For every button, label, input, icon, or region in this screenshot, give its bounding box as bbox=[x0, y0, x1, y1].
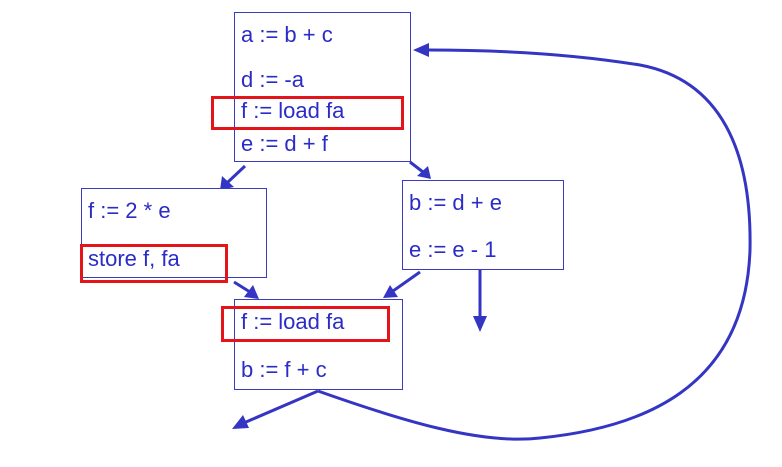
arrowhead-bottom-exit bbox=[232, 415, 249, 429]
highlight-top-load bbox=[211, 96, 404, 130]
edge-left-to-bottom bbox=[233, 280, 251, 294]
arrowhead-left-to-bottom bbox=[244, 285, 259, 299]
statement-f-load: f := load fa bbox=[241, 98, 345, 123]
arrowhead-right-exit bbox=[473, 316, 487, 332]
basic-block-left bbox=[81, 188, 267, 278]
arrowhead-top-to-left bbox=[220, 176, 234, 190]
edge-back-loop bbox=[317, 48, 752, 441]
basic-block-top bbox=[234, 12, 411, 162]
basic-block-right bbox=[402, 180, 564, 270]
highlight-left-store bbox=[80, 244, 228, 283]
edge-right-to-bottom bbox=[392, 270, 421, 293]
edge-top-to-right bbox=[409, 160, 424, 174]
edge-top-to-left bbox=[226, 164, 247, 184]
statement-store: store f, fa bbox=[88, 246, 180, 271]
statement-a-assign: a := b + c bbox=[241, 22, 333, 47]
statement-b-add: b := d + e bbox=[409, 190, 502, 215]
highlight-bottom-load bbox=[221, 306, 390, 342]
statement-f-load-2: f := load fa bbox=[241, 309, 345, 334]
statement-e-assign: e := d + f bbox=[241, 131, 328, 156]
statement-e-dec: e := e - 1 bbox=[409, 237, 497, 262]
arrowhead-back-loop bbox=[413, 43, 429, 57]
arrowhead-right-to-bottom bbox=[383, 285, 398, 298]
arrowhead-top-to-right bbox=[417, 166, 431, 179]
basic-block-bottom bbox=[234, 299, 403, 390]
statement-d-assign: d := -a bbox=[241, 67, 304, 92]
statement-b-assign: b := f + c bbox=[241, 357, 327, 382]
statement-f-mul: f := 2 * e bbox=[88, 198, 171, 223]
edge-bottom-exit bbox=[245, 389, 319, 424]
